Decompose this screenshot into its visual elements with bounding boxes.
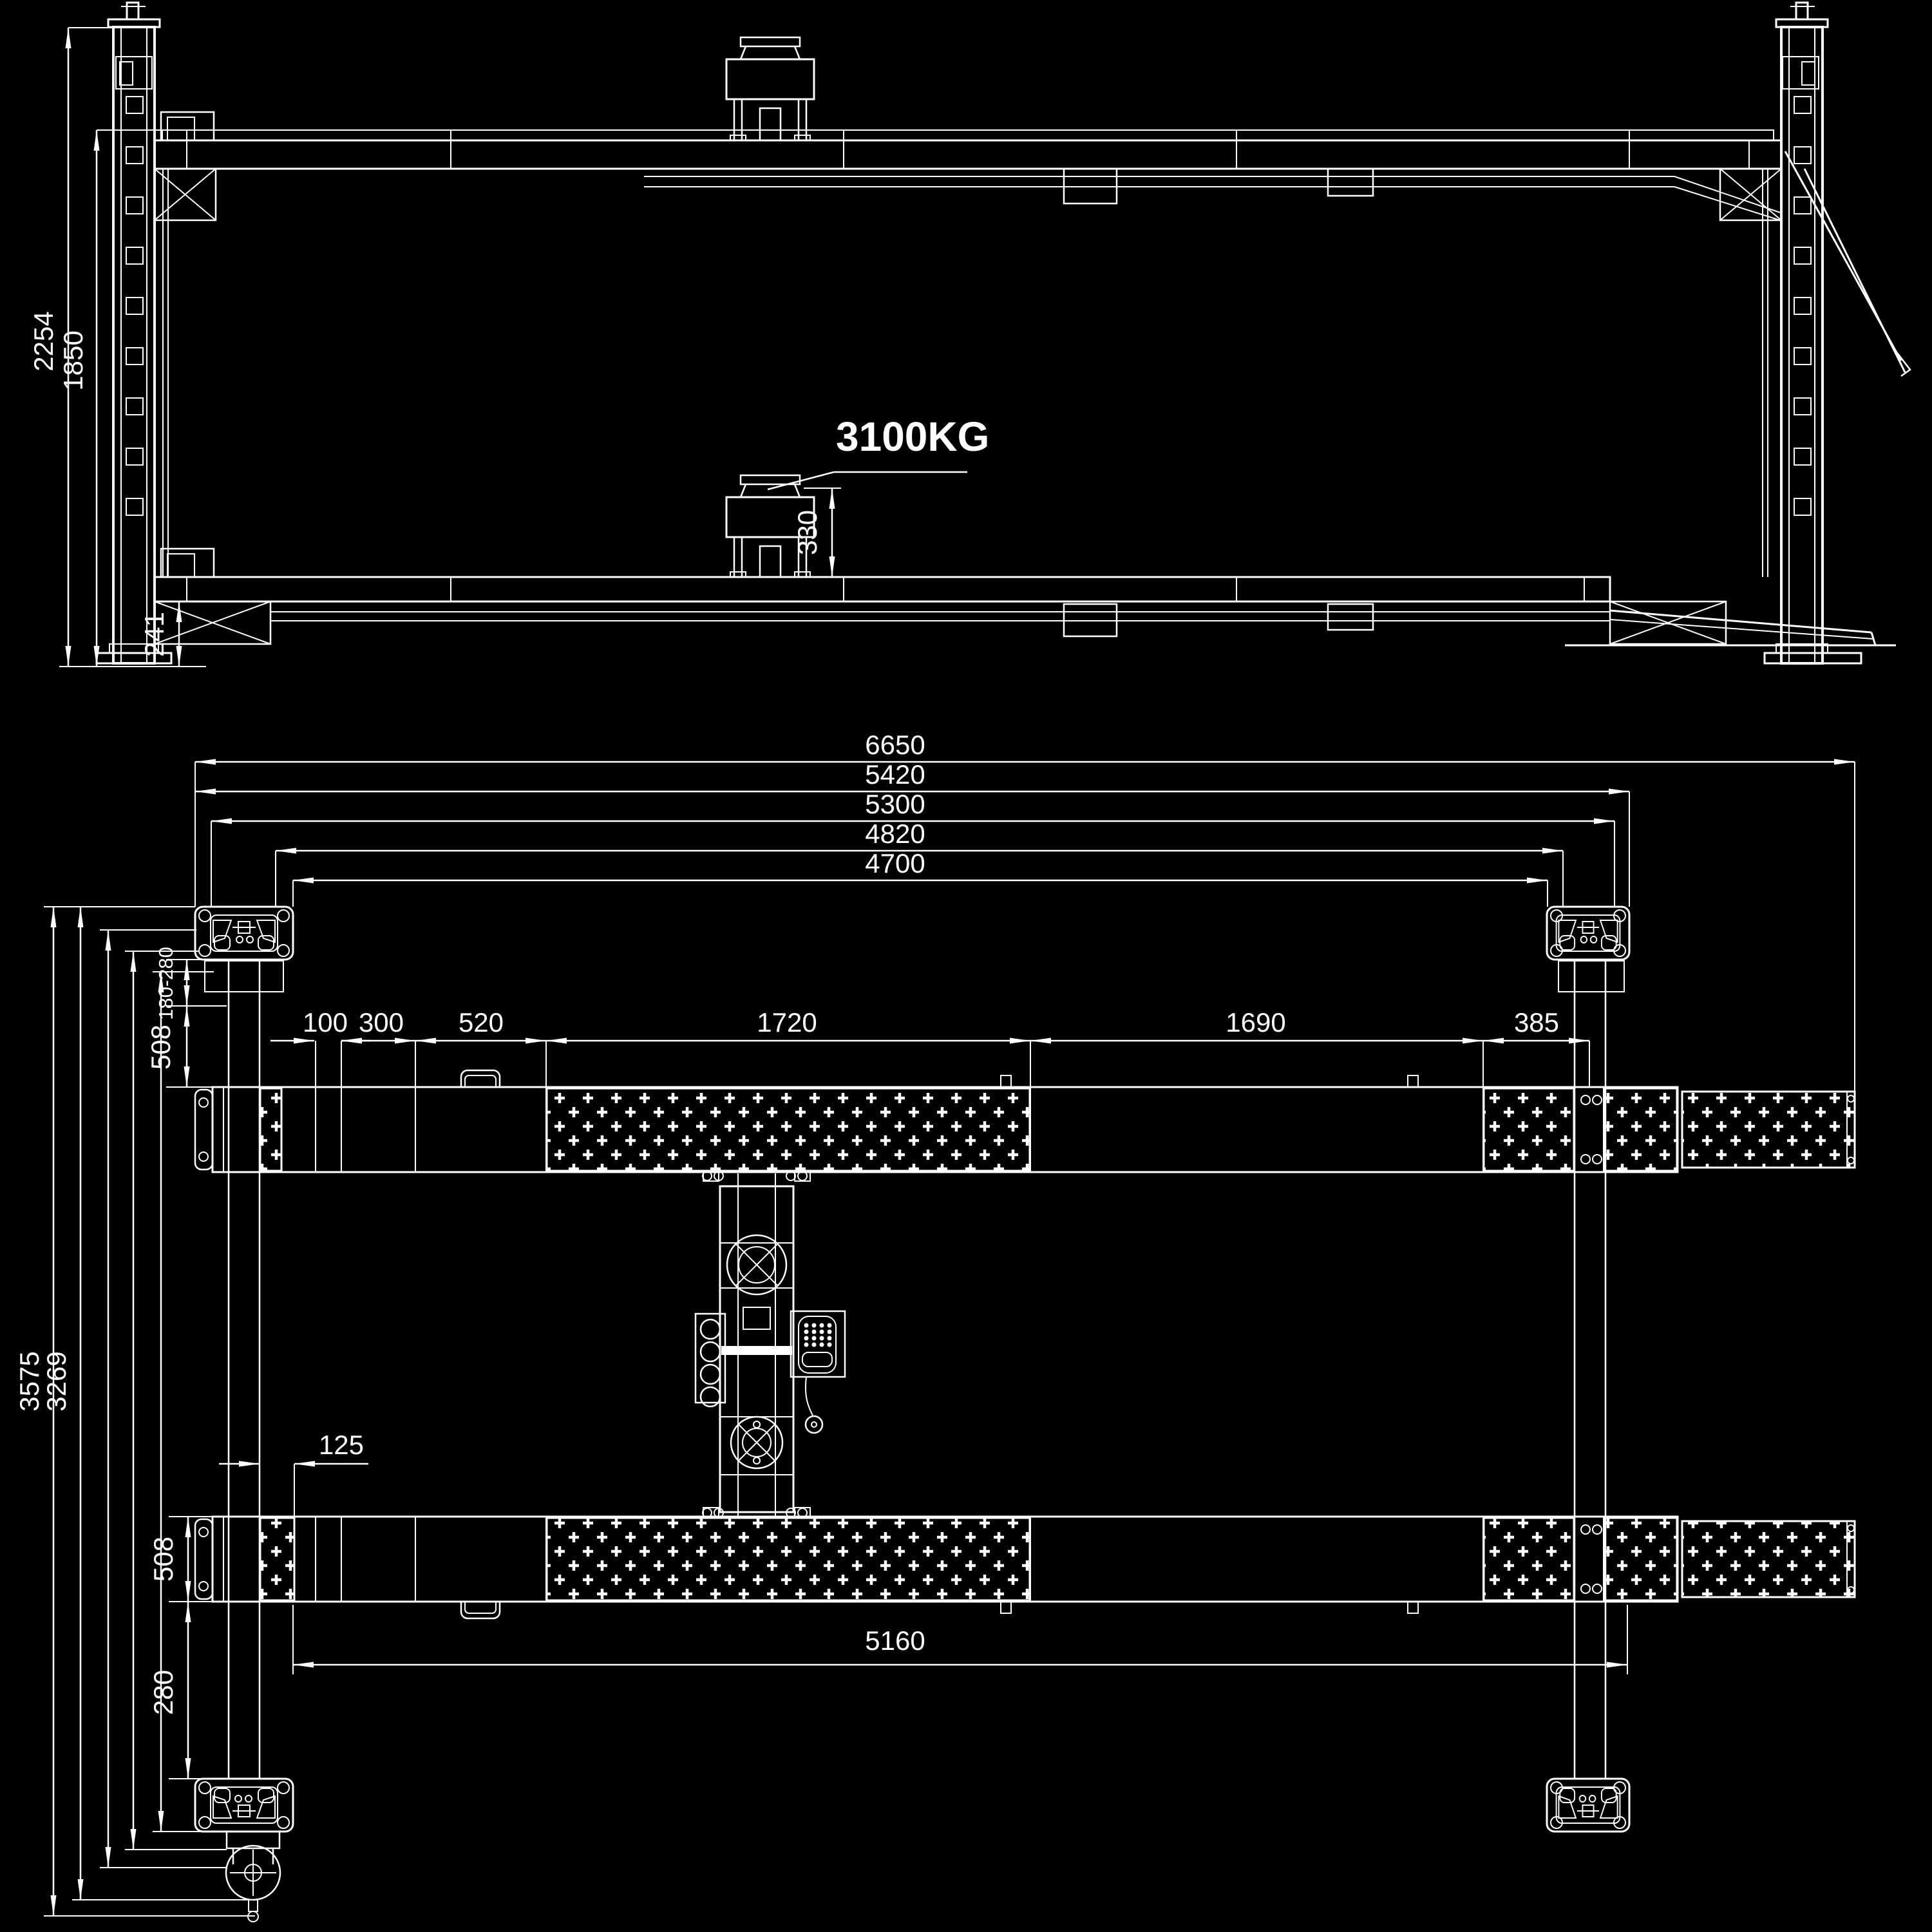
post-stub xyxy=(1795,1,1809,21)
motor-body xyxy=(725,58,815,100)
hydraulic-power-unit xyxy=(694,1171,846,1517)
lower-hydraulic-cylinder xyxy=(270,603,1610,638)
lower-platform xyxy=(153,547,1727,645)
post-plate-top-left xyxy=(194,905,294,961)
lower-deck xyxy=(153,576,1611,603)
right-post xyxy=(1763,1,1862,665)
upper-platform xyxy=(153,111,1783,222)
dim-label-300: 300 xyxy=(359,1007,404,1037)
post-plate-bottom-right xyxy=(1546,1777,1631,1833)
dim-label-508-bottom: 508 xyxy=(148,1537,178,1582)
motor-top xyxy=(726,1234,788,1296)
dim-overall-4820: 4820 xyxy=(275,819,1564,907)
dim-overall-5420: 5420 xyxy=(195,759,1630,907)
checker-deck xyxy=(545,1517,1031,1602)
load-capacity-label: 3100KG xyxy=(836,413,989,460)
control-pendant xyxy=(790,1310,846,1434)
runway-handle xyxy=(460,1069,501,1087)
lock-ladder xyxy=(126,96,144,516)
deck-separators xyxy=(186,577,1585,601)
dim-label-241: 241 xyxy=(139,612,169,657)
dim-motor-height: 330 xyxy=(792,488,841,577)
dim-runway-segments: 100 300 520 1720 1690 385 xyxy=(270,1007,1590,1087)
dim-center-gap: 125 xyxy=(219,1430,368,1517)
dim-label-2254: 2254 xyxy=(28,311,59,371)
runway-end-cap xyxy=(194,1518,214,1600)
hose-manifold xyxy=(694,1312,726,1408)
cylinder-block xyxy=(743,1307,771,1330)
upper-hydraulic-cylinder xyxy=(644,167,1781,221)
top-ramp-plan xyxy=(1681,1090,1856,1169)
lift-cables xyxy=(162,169,1768,577)
upper-deck xyxy=(153,139,1783,170)
lock-ladder xyxy=(1794,96,1812,516)
dim-label-280: 280 xyxy=(148,1670,178,1715)
dim-platform-height: 1850 xyxy=(58,129,166,667)
clamp-bar xyxy=(721,1346,792,1355)
bottom-ramp-plan xyxy=(1681,1520,1856,1598)
dim-label-1690: 1690 xyxy=(1226,1007,1285,1037)
runway-end-cap xyxy=(194,1088,214,1171)
post-stub xyxy=(126,1,140,21)
jack-plate-holes xyxy=(1580,1524,1602,1594)
upper-power-unit xyxy=(725,36,815,142)
lower-brace-right xyxy=(1609,600,1727,645)
dim-total-height: 2254 xyxy=(28,27,206,667)
top-runway xyxy=(194,1069,1856,1181)
dim-overall-5300: 5300 xyxy=(211,789,1615,907)
dim-label-125: 125 xyxy=(319,1430,364,1460)
projection-lines-left xyxy=(100,929,227,1868)
dim-label-180-280: 180-280 xyxy=(155,947,177,1020)
dim-label-5420: 5420 xyxy=(865,759,925,790)
dim-label-330: 330 xyxy=(792,510,822,555)
upper-lock-box-right xyxy=(1719,167,1783,222)
upper-lock-box-left xyxy=(153,167,217,222)
lower-brace-left xyxy=(153,600,272,645)
dim-overall-4700: 4700 xyxy=(292,848,1548,907)
extension-lines xyxy=(315,1041,1590,1087)
dim-base-height: 241 xyxy=(139,601,200,667)
lower-power-unit xyxy=(725,474,815,578)
pendant-cable xyxy=(805,1376,813,1416)
jack-plate-holes xyxy=(1580,1095,1602,1164)
drive-on-ramp xyxy=(1565,609,1896,647)
pendant-screen xyxy=(802,1352,833,1367)
motor-body xyxy=(725,496,815,538)
runway-handle xyxy=(460,1602,501,1620)
dim-label-1720: 1720 xyxy=(757,1007,817,1037)
dim-overall-6650: 6650 xyxy=(194,730,1855,1092)
dim-label-4820: 4820 xyxy=(865,819,925,849)
bottom-runway xyxy=(194,1508,1856,1620)
dim-overall-3575: 3575 xyxy=(14,906,255,1917)
storage-ramp-hanging xyxy=(1784,151,1911,377)
dim-label-3269: 3269 xyxy=(41,1351,71,1411)
deck-separators xyxy=(186,130,1750,169)
dim-label-5160: 5160 xyxy=(865,1625,925,1656)
dim-label-4700: 4700 xyxy=(865,848,925,878)
pump-bottom xyxy=(730,1416,784,1470)
dim-runway-length: 5160 xyxy=(292,1605,1628,1674)
dim-label-100: 100 xyxy=(303,1007,348,1037)
dim-label-385: 385 xyxy=(1514,1007,1559,1037)
side-elevation-view: 2254 1850 241 330 3100KG xyxy=(28,1,1911,667)
dim-label-5300: 5300 xyxy=(865,789,925,819)
dim-label-3575: 3575 xyxy=(14,1351,44,1411)
dim-label-520: 520 xyxy=(459,1007,504,1037)
plan-view: 6650 5420 5300 4820 4700 xyxy=(14,730,1856,1922)
dim-label-6650: 6650 xyxy=(865,730,925,760)
dim-label-1850: 1850 xyxy=(58,330,88,390)
load-capacity-callout: 3100KG xyxy=(767,413,989,491)
dim-overall-3269: 3269 xyxy=(41,907,253,1900)
checker-deck xyxy=(545,1087,1031,1172)
post-plate-top-right xyxy=(1546,905,1631,961)
keypad xyxy=(804,1323,832,1347)
